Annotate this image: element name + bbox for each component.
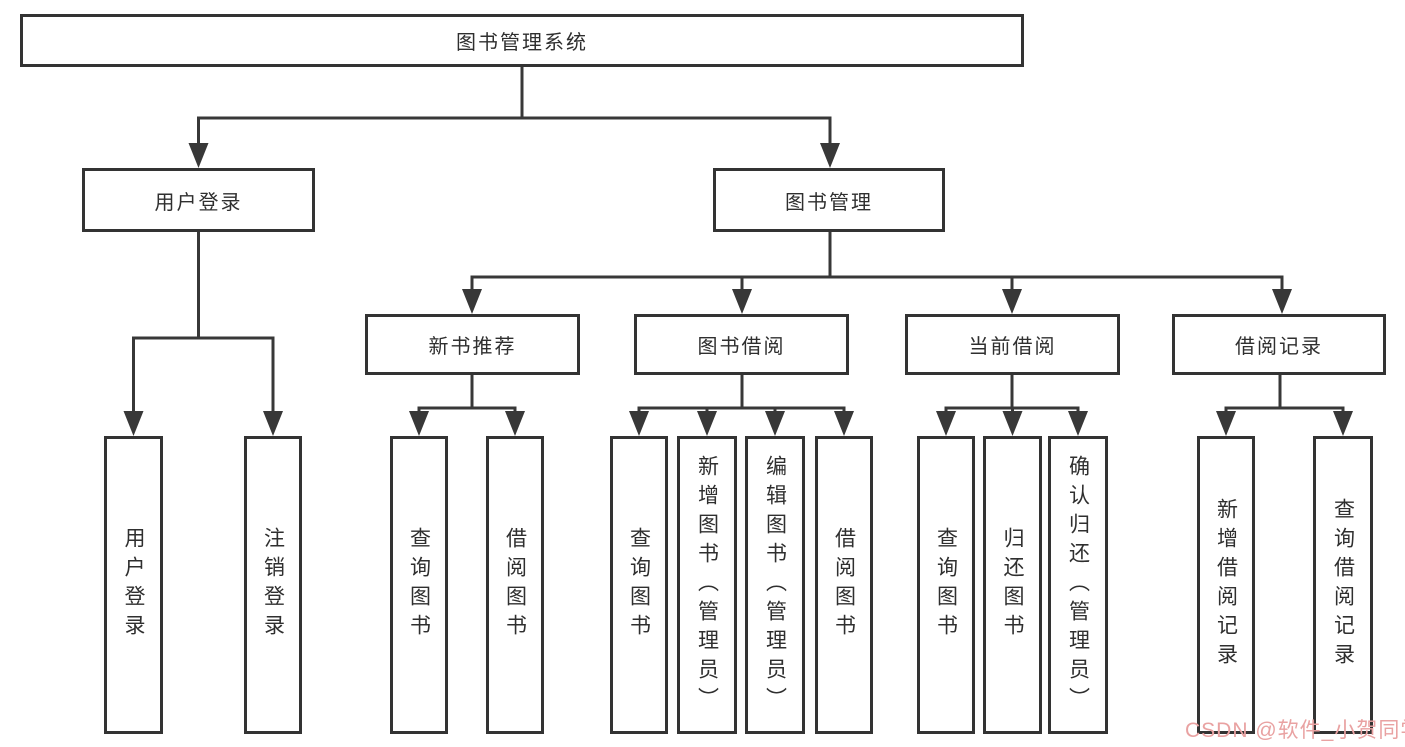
node-book-borrowing: 图书借阅: [634, 314, 849, 375]
leaf-query-books-borrow: 查询图书: [610, 436, 668, 734]
leaf-query-books-recommend: 查询图书: [390, 436, 448, 734]
leaf-query-books-current: 查询图书: [917, 436, 975, 734]
node-book-management: 图书管理: [713, 168, 945, 232]
node-current-borrowing: 当前借阅: [905, 314, 1120, 375]
leaf-confirm-return-admin: 确认归还（管理员）: [1048, 436, 1108, 734]
csdn-watermark: CSDN @软件_小贺同学: [1185, 719, 1405, 742]
leaf-return-books: 归还图书: [983, 436, 1042, 734]
node-borrowing-records: 借阅记录: [1172, 314, 1386, 375]
leaf-user-login: 用户登录: [104, 436, 163, 734]
leaf-add-borrow-record: 新增借阅记录: [1197, 436, 1255, 734]
leaf-query-borrow-record: 查询借阅记录: [1313, 436, 1373, 734]
node-user-login: 用户登录: [82, 168, 315, 232]
node-new-book-recommendation: 新书推荐: [365, 314, 580, 375]
leaf-borrow-books-recommend: 借阅图书: [486, 436, 544, 734]
leaf-borrow-books: 借阅图书: [815, 436, 873, 734]
leaf-logout: 注销登录: [244, 436, 302, 734]
leaf-add-books-admin: 新增图书（管理员）: [677, 436, 737, 734]
node-library-system: 图书管理系统: [20, 14, 1024, 67]
leaf-edit-books-admin: 编辑图书（管理员）: [745, 436, 805, 734]
